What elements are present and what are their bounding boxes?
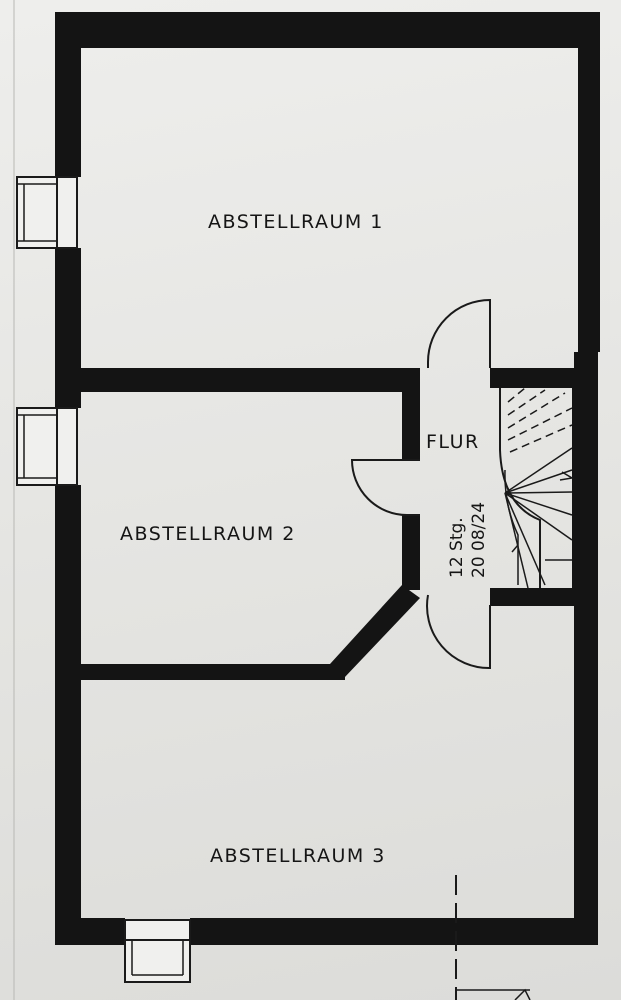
window-left-middle xyxy=(16,407,78,486)
staircase xyxy=(499,387,575,589)
window-bottom xyxy=(124,919,191,983)
stair-dimensions-label: 20 08/24 xyxy=(469,502,489,578)
window-left-upper xyxy=(16,176,78,249)
wall-room2-flur-lower xyxy=(402,515,420,590)
room-label-abstellraum-3: ABSTELLRAUM 3 xyxy=(210,845,386,867)
wall-stair-top xyxy=(490,368,580,388)
bottom-wall-right xyxy=(190,918,585,945)
door-abstellraum-3 xyxy=(426,594,491,670)
exterior-walls xyxy=(55,12,600,945)
wall-room1-room2 xyxy=(75,368,420,392)
wall-stair-side xyxy=(572,388,580,588)
room-label-flur: FLUR xyxy=(426,431,480,453)
door-abstellraum-2 xyxy=(350,459,420,516)
door-abstellraum-1 xyxy=(427,298,491,368)
interior-walls xyxy=(75,368,580,680)
room-label-abstellraum-1: ABSTELLRAUM 1 xyxy=(208,211,384,233)
wall-stair-bottom xyxy=(490,588,580,606)
left-wall-lower xyxy=(55,485,81,945)
wall-room2-flur-upper xyxy=(402,370,420,460)
dimension-marker xyxy=(455,875,531,1000)
left-wall-upper xyxy=(55,12,81,177)
top-wall xyxy=(55,12,600,48)
right-wall-upper xyxy=(578,12,600,352)
wall-room2-diagonal xyxy=(330,585,420,678)
wall-room2-room3 xyxy=(75,664,345,680)
stair-steps-label: 12 Stg. xyxy=(447,517,467,578)
bottom-wall-left xyxy=(55,918,125,945)
stair-annotation: 12 Stg. 20 08/24 xyxy=(447,502,489,578)
room-label-abstellraum-2: ABSTELLRAUM 2 xyxy=(120,523,296,545)
